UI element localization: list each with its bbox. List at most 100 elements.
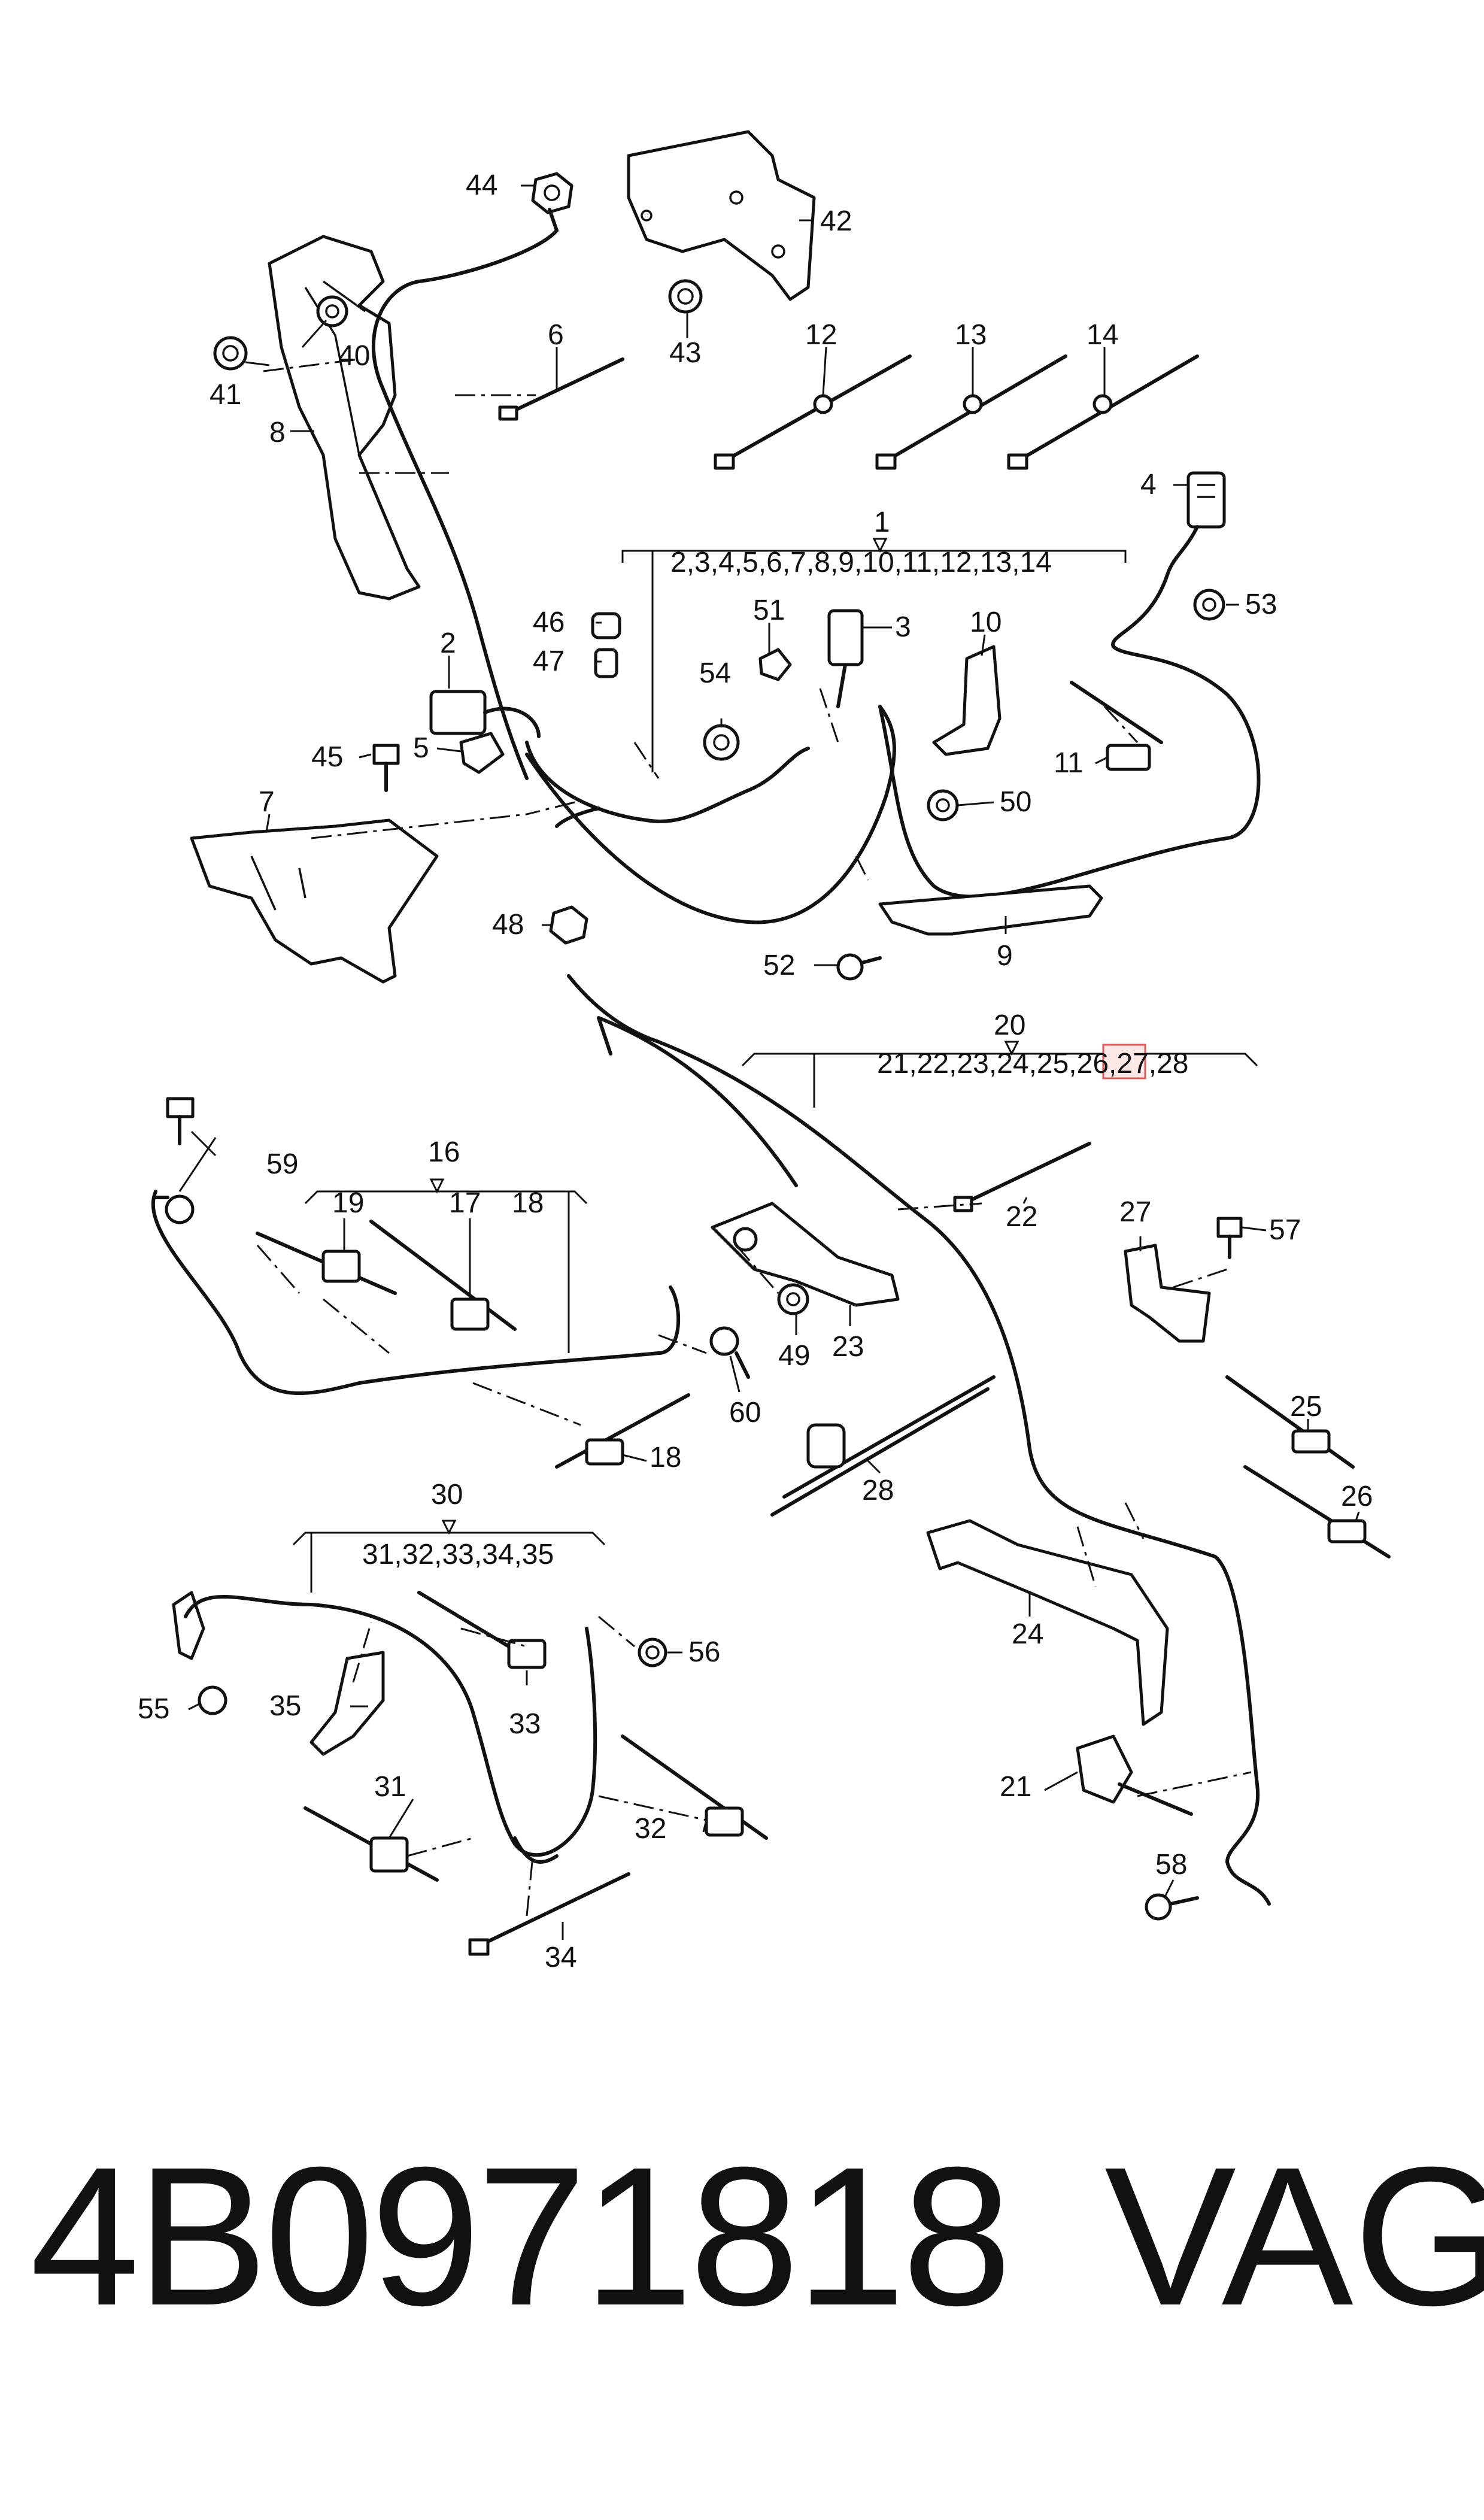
group-1-items: 2,3,4,5,6,7,8,9,10,11,12,13,14 [670, 547, 1052, 578]
footer: 4B0971818 VAG [0, 2137, 1484, 2437]
clip-5 [459, 732, 505, 774]
cable-tie-13 [875, 354, 1067, 470]
callout-57: 57 [1269, 1214, 1301, 1246]
nut-48 [549, 905, 588, 945]
clip-26 [1243, 1465, 1391, 1558]
brand-name: VAG [1104, 2125, 1484, 2346]
callout-53: 53 [1245, 589, 1277, 620]
bolt-58 [1145, 1893, 1199, 1921]
callout-17: 17 [449, 1187, 481, 1219]
group-20-item-highlighted: 26 [1077, 1048, 1109, 1079]
clip-25 [1225, 1375, 1355, 1469]
bolt-59 [165, 1097, 195, 1224]
nut-41 [213, 336, 248, 371]
cable-tie-6 [498, 357, 624, 421]
group-30-items: 31,32,33,34,35 [362, 1539, 554, 1570]
bracket-55 [172, 1591, 227, 1715]
strap-28 [770, 1375, 996, 1517]
callout-60: 60 [729, 1397, 761, 1429]
callout-35: 35 [269, 1690, 301, 1722]
cable-upper-left [372, 229, 559, 780]
rail-9 [878, 884, 1103, 936]
strap-34 [468, 1872, 630, 1956]
nut-49 [777, 1283, 809, 1315]
callout-51: 51 [753, 595, 785, 626]
callout-40: 40 [338, 340, 370, 372]
callout-55: 55 [138, 1693, 169, 1725]
nut-53 [1193, 589, 1225, 621]
group-1-number: 1 [874, 507, 890, 538]
callout-9: 9 [997, 940, 1013, 972]
callout-6: 6 [548, 319, 564, 351]
group-16-bracket [304, 1178, 588, 1353]
callout-7: 7 [259, 786, 275, 818]
clip-17 [369, 1220, 517, 1331]
cable-tie-12 [714, 354, 912, 470]
clip-21 [1076, 1734, 1193, 1816]
callout-59: 59 [266, 1148, 298, 1180]
callout-8: 8 [269, 417, 286, 448]
callout-48: 48 [492, 909, 524, 941]
nut-44 [531, 172, 573, 214]
clip-51 [758, 648, 792, 681]
callout-21: 21 [1000, 1771, 1031, 1803]
callout-54: 54 [699, 657, 731, 689]
callout-43: 43 [669, 337, 701, 369]
callout-42: 42 [820, 205, 852, 237]
bracket-23 [711, 1202, 900, 1307]
callout-26: 26 [1341, 1481, 1373, 1512]
callout-50: 50 [1000, 786, 1031, 818]
highlight-26-box [1102, 1044, 1146, 1079]
group-30-bracket [292, 1520, 606, 1593]
callout-18-bottom: 18 [650, 1442, 681, 1473]
grommet-46 [591, 612, 621, 639]
group-20-items: 21,22,23,24,25,26,27,28 [877, 1048, 1188, 1079]
callout-32: 32 [635, 1813, 666, 1845]
callout-52: 52 [763, 950, 795, 981]
callout-46: 46 [533, 607, 565, 638]
callout-33: 33 [509, 1708, 541, 1740]
nut-50 [927, 789, 959, 821]
bracket-24 [926, 1519, 1169, 1726]
callout-3: 3 [895, 611, 911, 643]
cable-20 [567, 974, 1271, 1906]
callout-11: 11 [1054, 747, 1084, 779]
callout-leaders [178, 184, 1360, 1940]
callout-41: 41 [210, 379, 241, 411]
callout-56: 56 [688, 1636, 720, 1668]
clip-31 [304, 1806, 439, 1882]
callout-23: 23 [832, 1331, 864, 1363]
callout-13: 13 [955, 319, 987, 351]
grommet-47 [594, 648, 618, 678]
group-20-items-after: ,27,28 [1109, 1048, 1188, 1079]
callout-18-top: 18 [512, 1187, 544, 1219]
clip-11 [1070, 681, 1163, 771]
bracket-42 [627, 130, 816, 301]
cover-7 [190, 818, 439, 984]
part-number: 4B0971818 [30, 2125, 1012, 2346]
callout-45: 45 [311, 741, 343, 773]
callout-5: 5 [413, 732, 429, 764]
bolt-45 [372, 744, 400, 792]
callout-19: 19 [332, 1187, 364, 1219]
bracket-10 [932, 645, 1002, 756]
callout-58: 58 [1155, 1849, 1187, 1881]
cable-tie-14 [1007, 354, 1199, 470]
bolt-52 [836, 953, 882, 981]
callout-10: 10 [970, 607, 1002, 638]
clip-54 [703, 724, 740, 761]
callout-27: 27 [1119, 1196, 1151, 1228]
cable-30 [184, 1594, 597, 1857]
clip-18 [555, 1393, 690, 1469]
connector-2 [429, 690, 541, 738]
group-20-bracket [741, 1041, 1258, 1108]
bolt-57 [1216, 1217, 1243, 1259]
callout-34: 34 [545, 1942, 576, 1973]
group-16-number: 16 [428, 1136, 460, 1168]
callout-12: 12 [805, 319, 837, 351]
bolt-40 [316, 295, 348, 327]
callout-44: 44 [466, 169, 497, 201]
bracket-8 [268, 235, 421, 601]
group-1-bracket [621, 538, 1127, 772]
bolt-60 [709, 1326, 750, 1379]
